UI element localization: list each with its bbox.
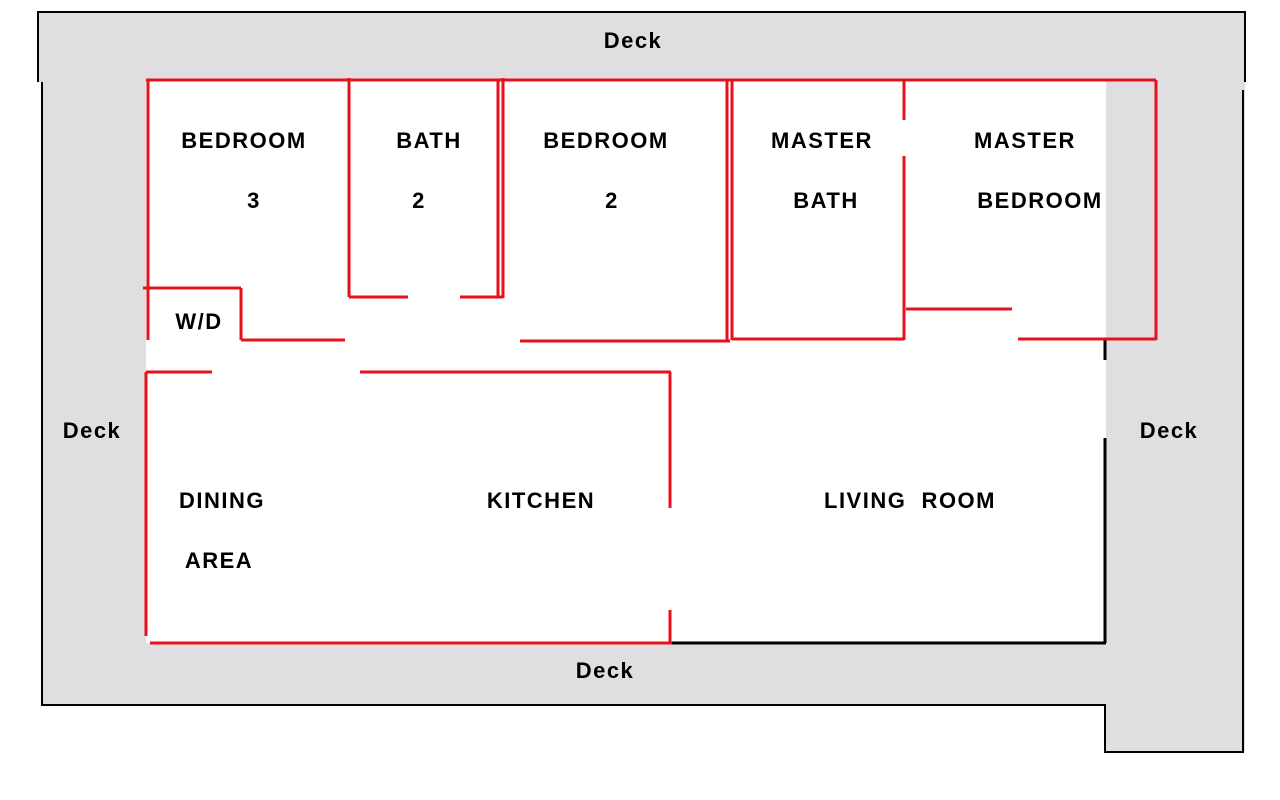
room-label-bedroom-2-number: 2 bbox=[605, 188, 619, 213]
house-interior bbox=[146, 80, 1106, 643]
deck-label-bottom: Deck bbox=[576, 658, 635, 683]
room-label-master-bedroom-line2: BEDROOM bbox=[977, 188, 1102, 213]
room-label-master-bath-line2: BATH bbox=[793, 188, 858, 213]
room-label-master-bath-line1: MASTER bbox=[771, 128, 873, 153]
deck-outline bbox=[37, 11, 1246, 753]
room-label-master-bedroom-line1: MASTER bbox=[974, 128, 1076, 153]
room-label-bath-2: BATH bbox=[396, 128, 461, 153]
room-label-bedroom-3: BEDROOM bbox=[181, 128, 306, 153]
room-label-dining-line2: AREA bbox=[185, 548, 253, 573]
partition-walls bbox=[143, 78, 1158, 645]
deck-label-right: Deck bbox=[1140, 418, 1199, 443]
room-label-dining-line1: DINING bbox=[179, 488, 265, 513]
room-label-bedroom-2: BEDROOM bbox=[543, 128, 668, 153]
deck-label-left: Deck bbox=[63, 418, 122, 443]
room-label-bedroom-3-number: 3 bbox=[247, 188, 261, 213]
deck-label-top: Deck bbox=[604, 28, 663, 53]
room-label-bath-2-number: 2 bbox=[412, 188, 426, 213]
room-label-kitchen: KITCHEN bbox=[487, 488, 595, 513]
room-label-living-room: LIVING ROOM bbox=[824, 488, 996, 513]
room-label-laundry: W/D bbox=[175, 309, 222, 334]
